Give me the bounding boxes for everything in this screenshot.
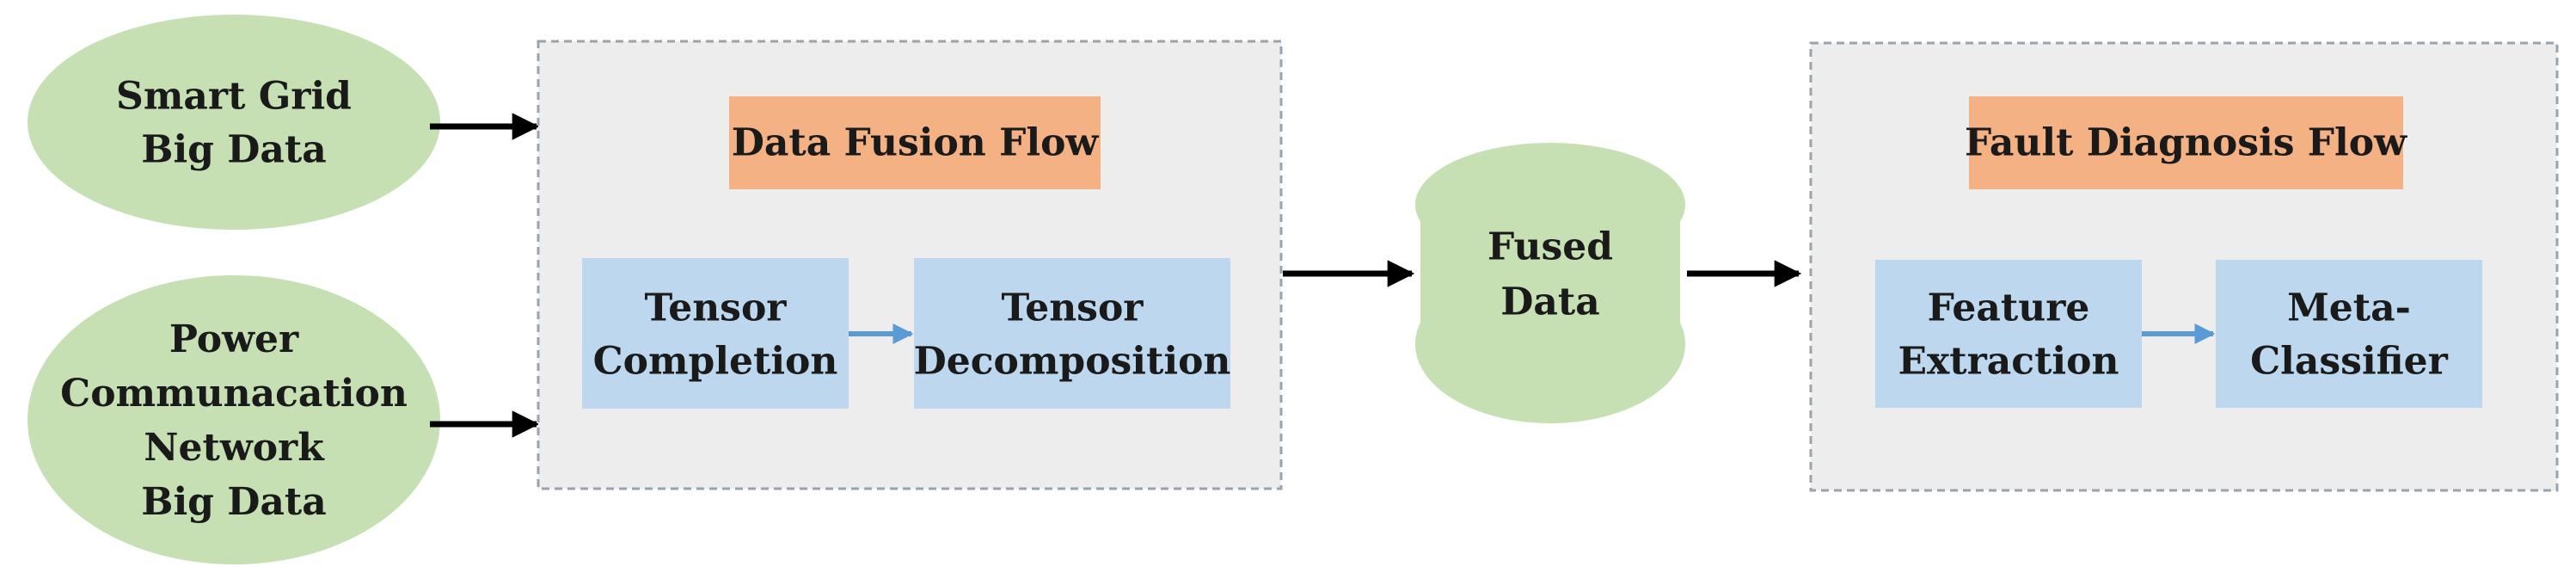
panel-title-box [1969,96,2403,189]
panel-title-box [729,96,1101,189]
label-line: Smart Grid [116,74,352,118]
step-label-meta-classifier: Meta- Classifier [2250,286,2448,383]
label-line: Communacation [60,372,408,416]
fused-shape-middle [1420,196,1680,344]
label-line: Data [1500,280,1600,323]
label-line: Fused [1487,225,1613,268]
label-line: Power [169,317,299,361]
step-box-meta-classifier [2216,260,2482,408]
input-ellipse [28,15,440,230]
input-ellipse [28,275,440,564]
step-box-tensor-decomposition [914,258,1230,409]
label-line: Extraction [1898,339,2119,383]
label-line: Big Data [141,480,327,524]
panel-title: Data Fusion Flow [732,121,1100,165]
label-line: Meta- [2287,286,2411,330]
label-line: Network [144,426,325,470]
label-line: Feature [1928,286,2090,330]
panel-title: Fault Diagnosis Flow [1965,121,2407,165]
label-line: Big Data [141,127,327,171]
label-line: Tensor [645,286,788,330]
label-line: Classifier [2250,339,2448,383]
label-line: Completion [593,339,838,383]
step-box-feature-extraction [1875,260,2142,408]
step-box-tensor-completion [582,258,849,409]
label-line: Decomposition [914,339,1231,383]
label-line: Tensor [1002,286,1144,330]
